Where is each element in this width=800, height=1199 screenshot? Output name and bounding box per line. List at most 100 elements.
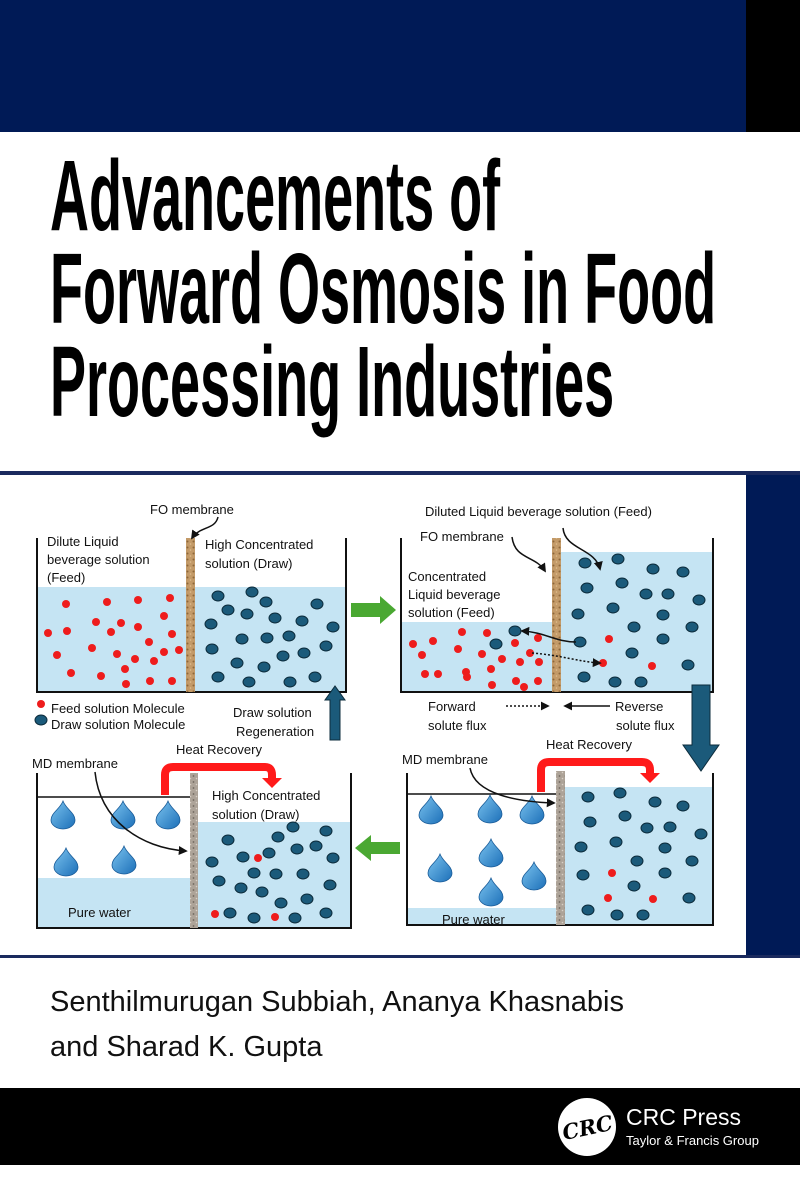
draw-molecule	[259, 596, 273, 608]
panel-fo-final: Diluted Liquid beverage solution (Feed) …	[400, 504, 720, 772]
draw-molecule	[648, 796, 662, 808]
heat-recovery-arrow	[161, 763, 276, 795]
feed-label: (Feed)	[47, 570, 85, 585]
draw-molecule	[296, 868, 310, 880]
feed-molecule	[160, 648, 168, 656]
draw-molecule	[247, 912, 261, 924]
draw-molecule	[694, 828, 708, 840]
draw-label: solution (Draw)	[212, 807, 299, 822]
draw-molecule	[656, 609, 670, 621]
water-droplet-icon	[50, 799, 76, 830]
feed-molecule	[62, 600, 70, 608]
feed-molecule	[409, 640, 417, 648]
feed-molecule	[131, 655, 139, 663]
draw-molecule	[646, 563, 660, 575]
reverse-flux-arrow	[520, 626, 577, 643]
draw-label: High Concentrated	[212, 788, 320, 803]
draw-molecule	[326, 621, 340, 633]
draw-molecule	[636, 909, 650, 921]
top-navy-band	[0, 0, 746, 132]
draw-molecule	[613, 787, 627, 799]
draw-molecule	[319, 907, 333, 919]
forward-flux-label: solute flux	[428, 718, 487, 733]
draw-molecule	[247, 867, 261, 879]
draw-molecule	[656, 633, 670, 645]
legend-draw: Draw solution Molecule	[51, 717, 185, 732]
feed-molecule	[88, 644, 96, 652]
feed-molecule	[604, 894, 612, 902]
draw-molecule	[288, 912, 302, 924]
draw-molecule	[508, 625, 522, 637]
draw-molecule-legend-icon	[34, 714, 48, 726]
author-line: and Sharad K. Gupta	[50, 1031, 323, 1063]
feed-molecule	[122, 680, 130, 688]
draw-molecule	[257, 661, 271, 673]
draw-molecule	[663, 821, 677, 833]
draw-molecule	[627, 621, 641, 633]
draw-molecule	[571, 608, 585, 620]
feed-molecule	[498, 655, 506, 663]
feed-molecule	[97, 672, 105, 680]
publisher-band	[0, 1088, 800, 1165]
feed-molecule	[605, 635, 613, 643]
water-droplet-icon	[521, 860, 547, 891]
feed-molecule	[63, 627, 71, 635]
fo-membrane-label: FO membrane	[420, 529, 504, 544]
draw-molecule	[319, 825, 333, 837]
heat-recovery-label: Heat Recovery	[176, 742, 262, 757]
draw-molecule	[297, 647, 311, 659]
legend-feed: Feed solution Molecule	[51, 701, 185, 716]
draw-molecule	[676, 566, 690, 578]
feed-molecule	[534, 677, 542, 685]
feed-molecule	[512, 677, 520, 685]
draw-molecule	[319, 640, 333, 652]
feed-molecule	[648, 662, 656, 670]
feed-molecule	[150, 657, 158, 665]
feed-molecule	[134, 596, 142, 604]
draw-molecule	[580, 582, 594, 594]
feed-molecule	[254, 854, 262, 862]
draw-molecule	[211, 590, 225, 602]
draw-molecule	[255, 886, 269, 898]
water-droplet-icon	[418, 794, 444, 825]
feed-molecule	[478, 650, 486, 658]
md-membrane-label: MD membrane	[32, 756, 118, 771]
up-arrow-icon	[324, 685, 346, 741]
water-droplet-icon	[478, 837, 504, 868]
draw-molecule	[268, 612, 282, 624]
draw-molecule	[269, 868, 283, 880]
draw-molecule	[290, 843, 304, 855]
author-line: Senthilmurugan Subbiah, Ananya Khasnabis	[50, 986, 624, 1018]
draw-molecule	[271, 831, 285, 843]
draw-molecule	[577, 671, 591, 683]
book-title: Advancements of Forward Osmosis in Food …	[50, 146, 716, 432]
water-droplet-icon	[519, 794, 545, 825]
feed-molecule	[175, 646, 183, 654]
draw-molecule	[639, 588, 653, 600]
draw-molecule	[609, 836, 623, 848]
draw-molecule	[610, 909, 624, 921]
concentrated-label: Concentrated	[408, 569, 486, 584]
feed-molecule	[113, 650, 121, 658]
panel-md-final: Heat Recovery MD membrane Pure water	[402, 737, 714, 927]
pointer-arrow	[94, 771, 188, 856]
right-arrow-icon	[351, 596, 396, 624]
draw-molecule	[618, 810, 632, 822]
draw-molecule	[685, 855, 699, 867]
feed-molecule	[421, 670, 429, 678]
draw-molecule	[234, 882, 248, 894]
draw-molecule	[276, 650, 290, 662]
draw-molecule	[283, 676, 297, 688]
feed-molecule	[67, 669, 75, 677]
feed-molecule	[418, 651, 426, 659]
feed-molecule	[121, 665, 129, 673]
forward-flux-label: Forward	[428, 699, 476, 714]
draw-molecule	[581, 791, 595, 803]
md-membrane	[190, 773, 198, 928]
feed-molecule	[434, 670, 442, 678]
reverse-flux-label: Reverse	[615, 699, 663, 714]
fo-membrane-label: FO membrane	[150, 502, 234, 517]
draw-molecule	[574, 841, 588, 853]
pointer-arrow	[562, 527, 603, 571]
feed-molecule	[535, 658, 543, 666]
